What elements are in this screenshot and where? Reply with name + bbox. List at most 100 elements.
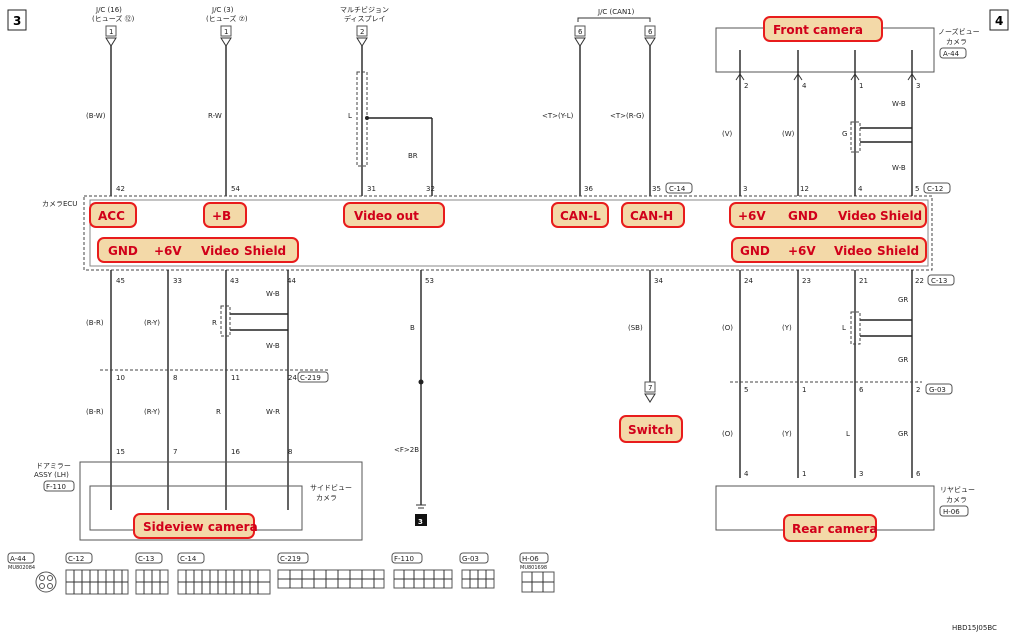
svg-text:ACC: ACC bbox=[98, 209, 125, 223]
rear-wire-21b: L bbox=[846, 430, 850, 438]
acc-highlight: ACC bbox=[89, 202, 137, 228]
ecu-bottom-pin: 44 bbox=[287, 277, 296, 285]
sideview-camera-side-label2: カメラ bbox=[316, 494, 337, 502]
svg-text:6: 6 bbox=[648, 28, 653, 36]
connector-f110-label: F-110 bbox=[46, 483, 66, 491]
svg-text:+B: +B bbox=[212, 209, 231, 223]
svg-text:2: 2 bbox=[360, 28, 364, 36]
page-number-left: 3 bbox=[13, 14, 21, 28]
wire-color-42: (B-W) bbox=[86, 112, 106, 120]
svg-text:Sideview camera: Sideview camera bbox=[143, 520, 258, 534]
rear-camera-pin: 1 bbox=[802, 470, 806, 478]
jc16-sub-label: (ヒューズ ⑫) bbox=[92, 14, 135, 23]
svg-text:GND: GND bbox=[788, 209, 818, 223]
side-wire-r: R bbox=[212, 319, 217, 327]
wire-color-54: R-W bbox=[208, 112, 222, 120]
rear-wire-24b: (O) bbox=[722, 430, 733, 438]
legend-c12: C-12 bbox=[68, 555, 84, 563]
front-wire-w: (W) bbox=[782, 130, 795, 138]
rear-junction-pin: 5 bbox=[744, 386, 748, 394]
svg-text:+6V: +6V bbox=[738, 209, 766, 223]
svg-text:CAN-L: CAN-L bbox=[560, 209, 601, 223]
wire-color-br: BR bbox=[408, 152, 418, 160]
svg-text:Switch: Switch bbox=[628, 423, 673, 437]
front-pin: 3 bbox=[916, 82, 920, 90]
side-wire-wb2: W-B bbox=[266, 342, 280, 350]
connector-c12-label: C-12 bbox=[927, 185, 943, 193]
svg-text:Shield: Shield bbox=[244, 244, 286, 258]
connector-c14-label: C-14 bbox=[669, 185, 686, 193]
legend-c13: C-13 bbox=[138, 555, 154, 563]
ecu-top-pin: 42 bbox=[116, 185, 125, 193]
rear-wire-23b: (Y) bbox=[782, 430, 792, 438]
svg-text:CAN-H: CAN-H bbox=[630, 209, 673, 223]
switch-wire-sb: (SB) bbox=[628, 324, 643, 332]
connector-c219-label: C-219 bbox=[300, 374, 321, 382]
side-wire-33: (R-Y) bbox=[144, 319, 160, 327]
side-junction-pin: 10 bbox=[116, 374, 125, 382]
svg-text:Video: Video bbox=[838, 209, 876, 223]
switch-pin: 7 bbox=[648, 384, 652, 392]
top-terminal: 6 bbox=[644, 25, 656, 37]
svg-text:1: 1 bbox=[109, 28, 113, 36]
front-signal-highlight: +6V GND Video Shield bbox=[729, 202, 927, 228]
legend-c14: C-14 bbox=[180, 555, 197, 563]
switch-highlight: Switch bbox=[619, 415, 683, 443]
ecu-bottom-pin: 21 bbox=[859, 277, 868, 285]
ecu-bottom-pin: 33 bbox=[173, 277, 182, 285]
door-mirror-assy-box bbox=[79, 461, 363, 541]
legend-f110: F-110 bbox=[394, 555, 414, 563]
side-camera-pin: 8 bbox=[288, 448, 292, 456]
svg-text:1: 1 bbox=[224, 28, 228, 36]
rear-junction-pin: 1 bbox=[802, 386, 806, 394]
wire-color-l: L bbox=[348, 112, 352, 120]
ecu-top-pin: 36 bbox=[584, 185, 593, 193]
ecu-bottom-pin: 45 bbox=[116, 277, 125, 285]
multi-display-sub-label: ディスプレイ bbox=[344, 14, 386, 23]
wire-color-35: <T>(R-G) bbox=[610, 112, 645, 120]
legend-g03: G-03 bbox=[462, 555, 479, 563]
document-code: HBD15J05BC bbox=[952, 624, 997, 632]
ground-wire-2b: <F>2B bbox=[394, 446, 419, 454]
side-signal-highlight: GND +6V Video Shield bbox=[97, 237, 299, 263]
svg-text:Video out: Video out bbox=[354, 209, 419, 223]
side-wire-44b: W-R bbox=[266, 408, 280, 416]
front-wire-v: (V) bbox=[722, 130, 733, 138]
side-wire-43b: R bbox=[216, 408, 221, 416]
side-wire-wb1: W-B bbox=[266, 290, 280, 298]
side-junction-pin: 8 bbox=[173, 374, 177, 382]
page-number-right: 4 bbox=[995, 14, 1003, 28]
ground-wire-b: B bbox=[410, 324, 415, 332]
ecu-top-pin: 4 bbox=[858, 185, 863, 193]
top-terminal: 1 bbox=[105, 25, 117, 37]
side-wire-45: (B-R) bbox=[86, 319, 104, 327]
top-terminal: 2 bbox=[356, 25, 368, 37]
legend-h06-note: MU801698 bbox=[520, 565, 547, 571]
ecu-top-pin: 5 bbox=[915, 185, 919, 193]
ecu-bottom-pin: 23 bbox=[802, 277, 811, 285]
ecu-top-pin: 35 bbox=[652, 185, 661, 193]
ecu-label: カメラECU bbox=[42, 200, 77, 208]
wire-color-36: <T>(Y-L) bbox=[542, 112, 574, 120]
svg-text:GND: GND bbox=[108, 244, 138, 258]
front-camera-side-label2: カメラ bbox=[946, 38, 967, 46]
rear-wire-24: (O) bbox=[722, 324, 733, 332]
rear-wire-22b: GR bbox=[898, 430, 908, 438]
rear-wire-23: (Y) bbox=[782, 324, 792, 332]
jc3-sub-label: (ヒューズ ⑦) bbox=[206, 14, 248, 23]
connector-a44-label: A-44 bbox=[943, 50, 960, 58]
svg-text:Shield: Shield bbox=[877, 244, 919, 258]
b-plus-highlight: +B bbox=[203, 202, 247, 228]
legend-a44: A-44 bbox=[10, 555, 27, 563]
multi-display-label: マルチビジョン bbox=[340, 5, 389, 14]
legend-h06: H-06 bbox=[522, 555, 539, 563]
ground-point-label: 3 bbox=[418, 518, 423, 526]
side-wire-45b: (B-R) bbox=[86, 408, 104, 416]
video-out-highlight: Video out bbox=[343, 202, 445, 228]
side-camera-pin: 7 bbox=[173, 448, 177, 456]
connector-c13-label: C-13 bbox=[931, 277, 947, 285]
rear-camera-pin: 3 bbox=[859, 470, 863, 478]
ecu-top-pin: 3 bbox=[743, 185, 747, 193]
rear-junction-pin: 2 bbox=[916, 386, 920, 394]
